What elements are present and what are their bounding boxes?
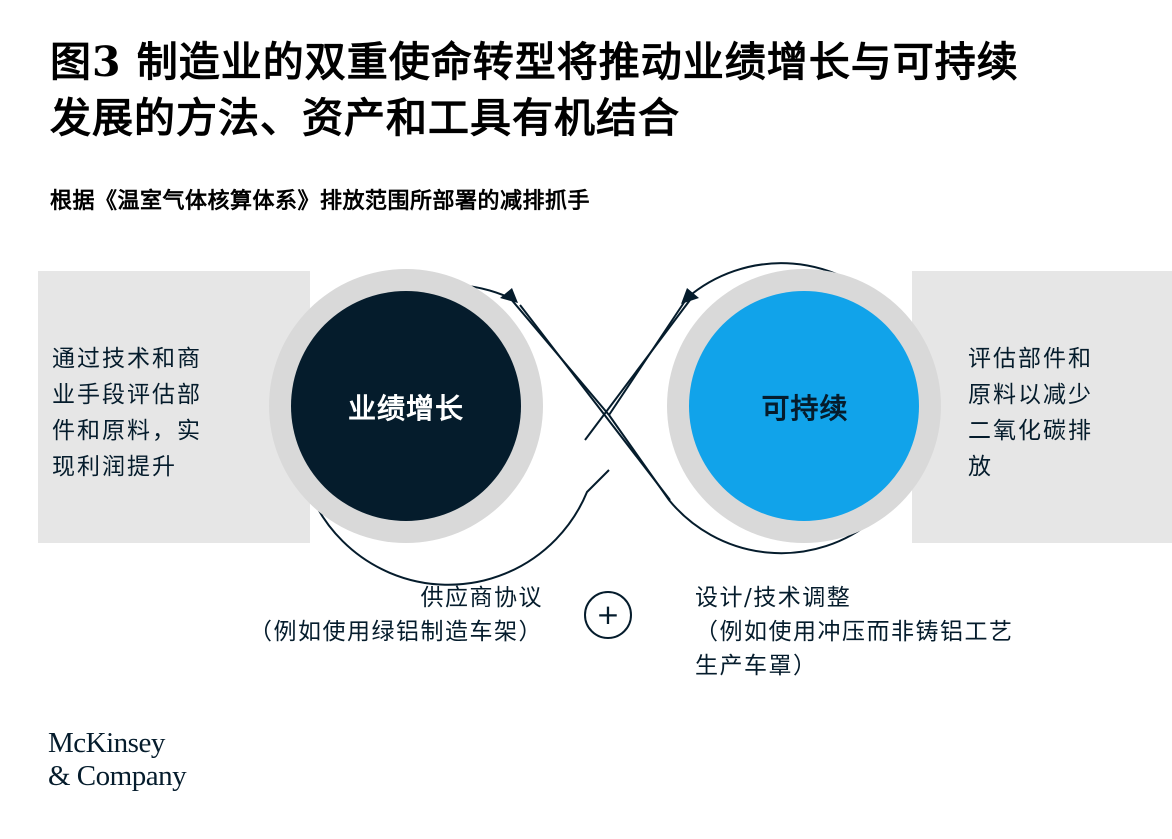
figure-title: 图3 制造业的双重使命转型将推动业绩增长与可持续 发展的方法、资产和工具有机结合 bbox=[50, 34, 1130, 146]
title-line-1: 图3 制造业的双重使命转型将推动业绩增长与可持续 bbox=[50, 38, 1019, 86]
left-description-line: 业手段评估部 bbox=[52, 382, 202, 408]
title-line-2: 发展的方法、资产和工具有机结合 bbox=[50, 94, 680, 142]
plus-symbol: + bbox=[596, 598, 619, 631]
design-adjustment-line: 生产车罩） bbox=[695, 653, 818, 679]
right-description-line: 评估部件和 bbox=[968, 346, 1093, 372]
design-adjustment-line: （例如使用冲压而非铸铝工艺 bbox=[695, 619, 1014, 645]
logo-line: McKinsey bbox=[48, 727, 165, 759]
right-description-line: 二氧化碳排 bbox=[968, 418, 1093, 444]
right-arrow-icon bbox=[681, 288, 699, 304]
sustainability-circle bbox=[689, 291, 919, 521]
sustainability-label: 可持续 bbox=[761, 392, 849, 425]
logo-line: & Company bbox=[48, 760, 187, 792]
supplier-agreement-line: （例如使用绿铝制造车架） bbox=[249, 619, 543, 645]
crossing-line-up bbox=[584, 299, 691, 441]
left-description-line: 现利润提升 bbox=[52, 454, 177, 480]
right-description: 评估部件和 原料以减少 二氧化碳排 放 bbox=[968, 341, 1128, 485]
crossing-line-down bbox=[519, 304, 671, 501]
right-gray-band bbox=[912, 271, 1172, 543]
supplier-agreement-line: 供应商协议 bbox=[420, 585, 543, 611]
figure-subtitle: 根据《温室气体核算体系》排放范围所部署的减排抓手 bbox=[50, 188, 591, 214]
supplier-agreement-text: 供应商协议 （例如使用绿铝制造车架） bbox=[205, 581, 543, 649]
left-description: 通过技术和商 业手段评估部 件和原料，实 现利润提升 bbox=[52, 341, 232, 485]
design-adjustment-line: 设计/技术调整 bbox=[695, 585, 852, 611]
left-arrow-icon bbox=[500, 288, 518, 303]
plus-icon: + bbox=[583, 590, 633, 640]
right-description-line: 原料以减少 bbox=[968, 382, 1093, 408]
performance-growth-circle bbox=[291, 291, 521, 521]
mckinsey-logo: McKinsey & Company bbox=[48, 727, 187, 793]
right-description-line: 放 bbox=[968, 454, 993, 480]
left-description-line: 件和原料，实 bbox=[52, 418, 202, 444]
left-gray-band bbox=[38, 271, 310, 543]
performance-growth-label: 业绩增长 bbox=[347, 392, 464, 425]
left-description-line: 通过技术和商 bbox=[52, 346, 202, 372]
design-adjustment-text: 设计/技术调整 （例如使用冲压而非铸铝工艺 生产车罩） bbox=[695, 581, 1095, 683]
